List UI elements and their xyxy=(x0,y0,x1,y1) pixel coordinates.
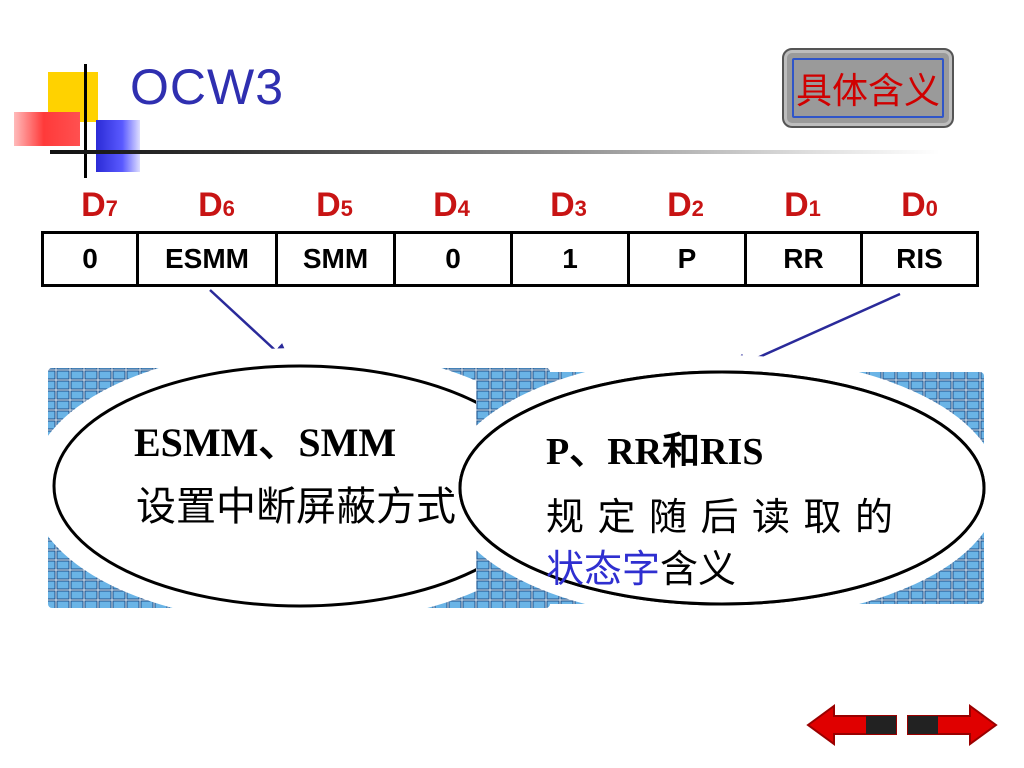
logo-blue-square xyxy=(96,120,140,172)
register-cell-d5: SMM xyxy=(278,234,396,284)
arrow-left-icon[interactable] xyxy=(804,700,900,750)
bit-header-d0: D0 xyxy=(901,186,938,224)
ocw3-register-table: 0 ESMM SMM 0 1 P RR RIS xyxy=(41,231,979,287)
bit-header-d4: D4 xyxy=(433,186,470,224)
logo-vertical-line xyxy=(84,64,87,178)
meaning-button[interactable]: 具体含义 xyxy=(782,48,954,128)
right-note-line3-rest: 含义 xyxy=(660,549,737,591)
register-cell-d4: 0 xyxy=(396,234,513,284)
logo-red-bar xyxy=(14,112,80,146)
left-callout-ellipse xyxy=(30,348,570,624)
meaning-button-label: 具体含义 xyxy=(795,71,940,112)
bit-header-d7: D7 xyxy=(81,186,118,224)
bit-header-d3: D3 xyxy=(550,186,587,224)
bit-header-d2: D2 xyxy=(667,186,704,224)
bit-header-d5: D5 xyxy=(316,186,353,224)
register-cell-d0: RIS xyxy=(896,243,943,274)
arrow-right-icon[interactable] xyxy=(904,700,1000,750)
right-note-line1: P、RR和RIS xyxy=(546,431,764,473)
register-cell-d6: ESMM xyxy=(139,234,278,284)
page-title: OCW3 xyxy=(130,59,284,115)
left-note-line2: 设置中断屏蔽方式 xyxy=(136,484,456,529)
right-note-line2: 规 定 随 后 读 取 的 xyxy=(546,497,896,539)
register-cell-d3: 1 xyxy=(513,234,630,284)
bit-header-d6: D6 xyxy=(198,186,235,224)
title-underline xyxy=(50,150,940,154)
bit-header-d1: D1 xyxy=(784,186,821,224)
register-cell-d1: RR xyxy=(747,234,863,284)
status-word-highlight: 状态字 xyxy=(546,549,661,591)
left-note-line1: ESMM、SMM xyxy=(134,420,397,465)
register-cell-d7: 0 xyxy=(44,234,139,284)
right-note-line3: 状态字含义 xyxy=(546,538,736,593)
register-cell-d2: P xyxy=(630,234,747,284)
